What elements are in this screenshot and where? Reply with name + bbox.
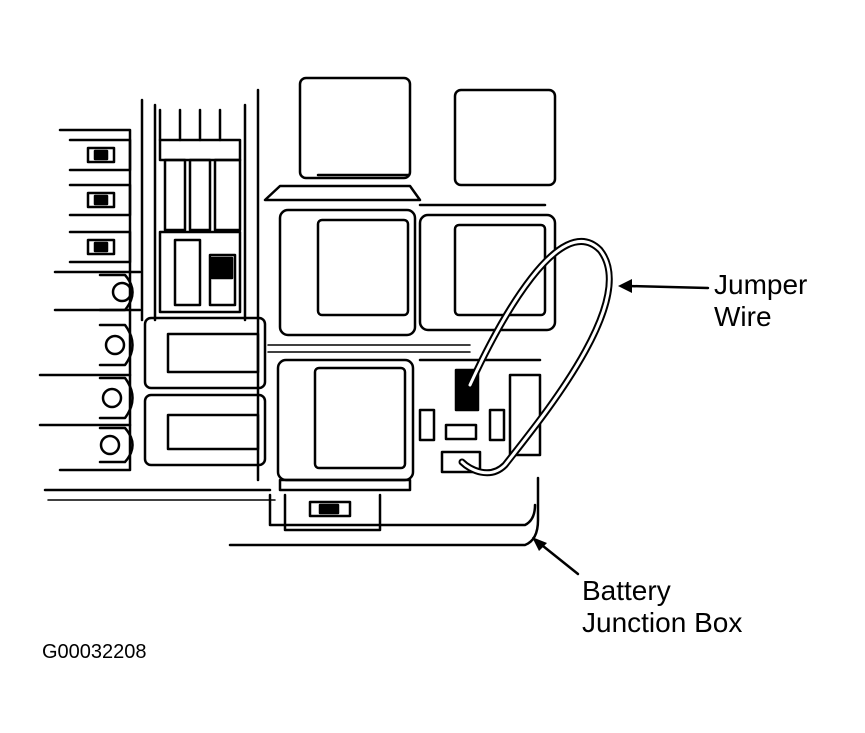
maxi-fuses [145,318,265,465]
left-round-terminals [40,275,133,462]
relays [265,78,555,490]
junction-box-housing [45,130,538,545]
center-fuse-block [142,90,258,480]
jumper-wire-label-line2: Wire [714,301,772,332]
battery-junction-box-label: Battery Junction Box [582,575,742,639]
jumper-wire-label-line1: Jumper [714,269,808,300]
jumper-wire-leader [628,286,708,288]
jumper-wire-label: Jumper Wire [714,269,807,333]
battery-junction-box-label-line2: Junction Box [582,607,743,638]
jumper-sockets [420,360,540,472]
jumper-wire [462,241,609,472]
battery-junction-box-arrowhead [532,537,547,551]
jumper-wire-arrowhead [618,279,632,293]
battery-junction-box-leader [538,542,578,574]
figure-id: G00032208 [42,641,147,663]
battery-junction-box-label-line1: Battery [582,575,671,606]
